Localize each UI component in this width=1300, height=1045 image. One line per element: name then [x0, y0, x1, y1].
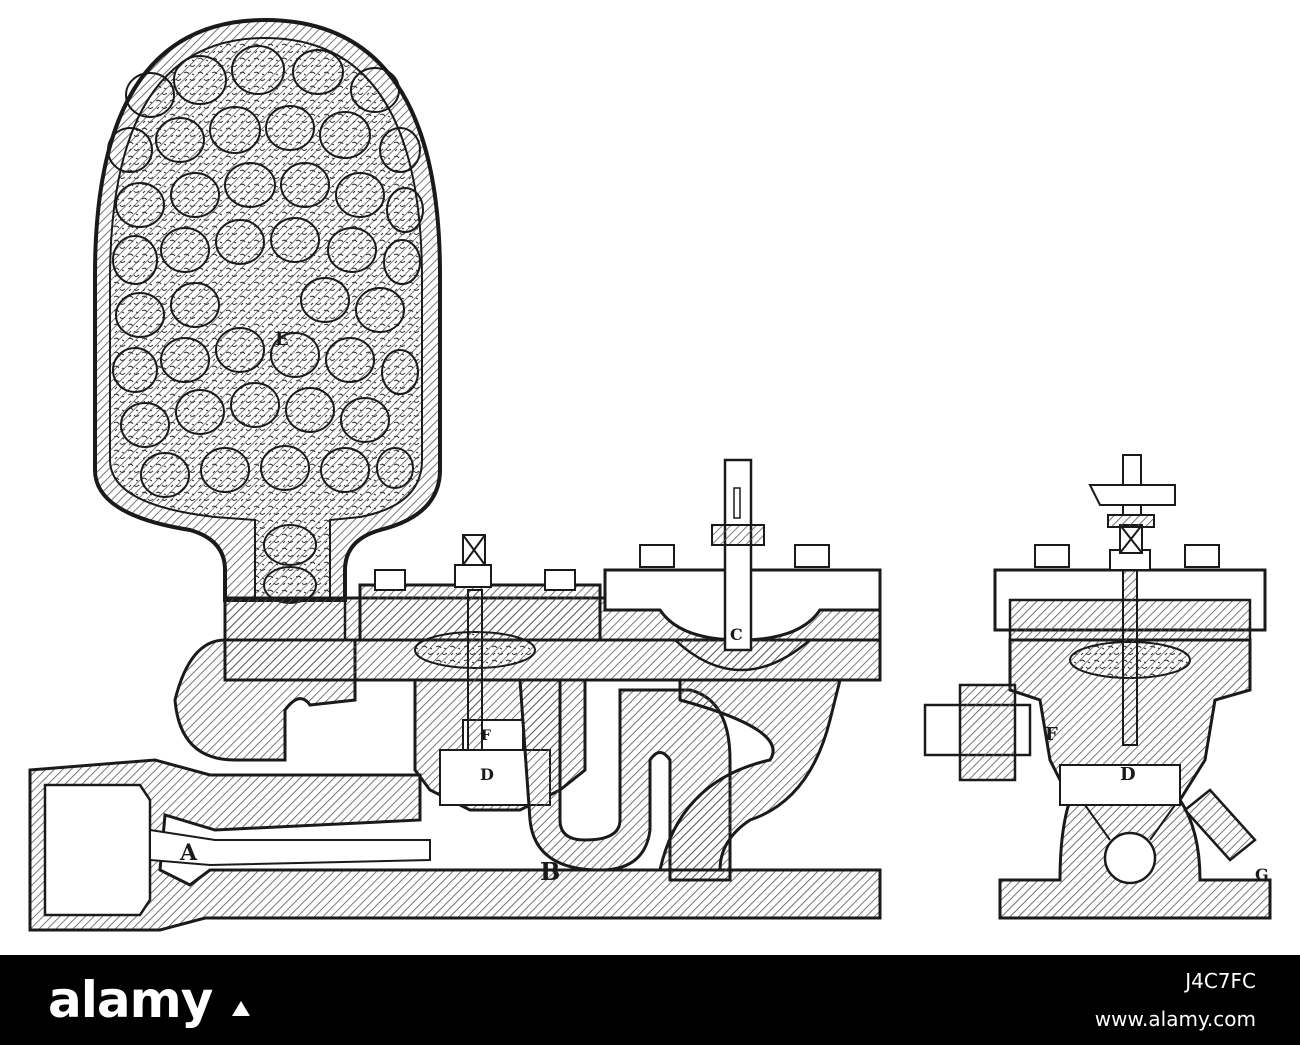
watermark-footer: alamy J4C7FC www.alamy.com — [0, 955, 1300, 1045]
label-b: B — [540, 857, 560, 886]
riser-pipe — [658, 678, 842, 872]
label-f-right: F — [1045, 724, 1058, 745]
label-d-left: D — [480, 765, 494, 784]
label-c: C — [730, 625, 743, 644]
image-id: J4C7FC — [1185, 969, 1256, 993]
site-url[interactable]: www.alamy.com — [1094, 1007, 1256, 1031]
base-pipe — [28, 758, 882, 932]
valve-stem-left — [467, 589, 483, 751]
bottle-e — [93, 17, 442, 642]
right-end-view — [923, 454, 1272, 920]
outlet-bore — [1103, 831, 1157, 885]
bolt-nut — [1034, 454, 1220, 571]
c-valve-stem — [723, 458, 753, 652]
label-a: A — [179, 840, 198, 866]
drain-plug-g — [1183, 788, 1257, 862]
inlet-socket — [43, 783, 152, 917]
alamy-logo[interactable]: alamy — [48, 971, 213, 1029]
bolt-nut — [374, 534, 576, 591]
logo-triangle-icon — [232, 1001, 250, 1016]
label-f-left: F — [481, 728, 491, 744]
bolt-nut — [639, 544, 830, 568]
flow-channel — [149, 828, 431, 867]
left-section-view — [28, 458, 882, 932]
engraving-diagram: E A B C D F D F G — [28, 17, 1272, 932]
label-g: G — [1255, 865, 1269, 884]
filling-lumps — [107, 45, 424, 604]
valve-stem-right — [1122, 569, 1138, 746]
label-d-right: D — [1120, 764, 1136, 785]
label-e: E — [275, 329, 289, 350]
